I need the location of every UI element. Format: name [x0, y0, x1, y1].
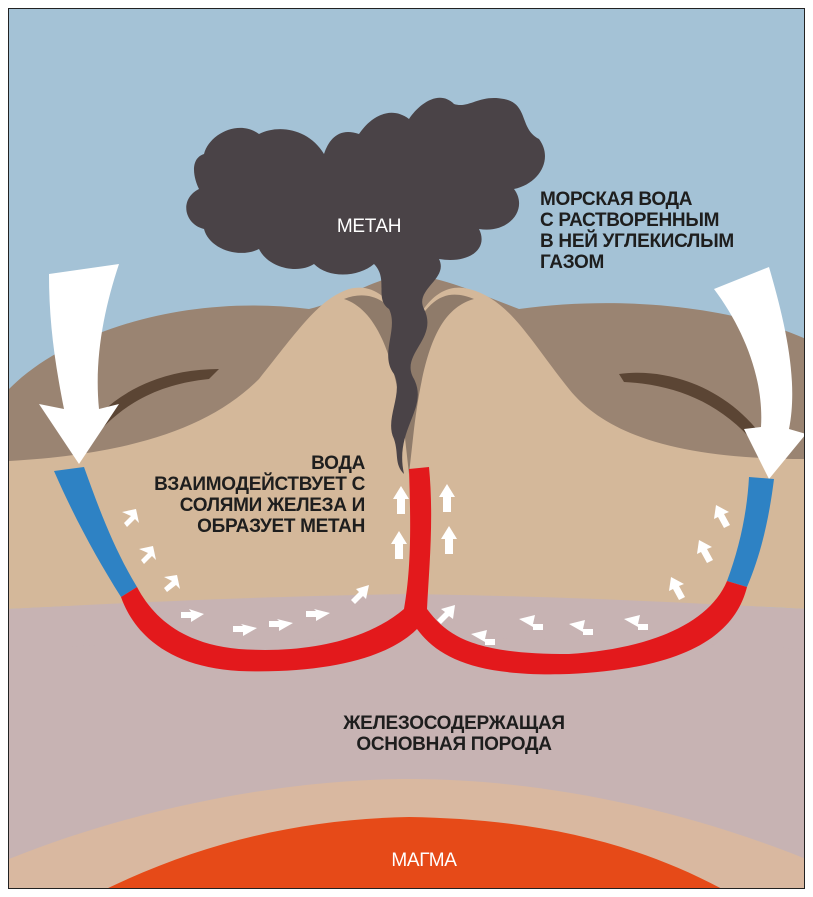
seawater-label-line: В НЕЙ УГЛЕКИСЛЫМ [540, 230, 734, 252]
rock-label: ЖЕЛЕЗОСОДЕРЖАЩАЯ ОСНОВНАЯ ПОРОДА [342, 713, 565, 755]
reaction-label-line: ВЗАИМОДЕЙСТВУЕТ С [154, 473, 365, 495]
reaction-label-line: ОБРАЗУЕТ МЕТАН [197, 516, 365, 537]
diagram-frame: МЕТАН МОРСКАЯ ВОДА С РАСТВОРЕННЫМ В НЕЙ … [8, 8, 805, 889]
reaction-label-line: СОЛЯМИ ЖЕЛЕЗА И [180, 495, 365, 516]
methane-label: МЕТАН [337, 216, 401, 237]
hydrothermal-methane-diagram: МЕТАН МОРСКАЯ ВОДА С РАСТВОРЕННЫМ В НЕЙ … [9, 9, 805, 889]
seawater-label-line: МОРСКАЯ ВОДА [540, 189, 693, 210]
seawater-label-line: ГАЗОМ [540, 252, 604, 273]
rock-label-line: ЖЕЛЕЗОСОДЕРЖАЩАЯ [342, 713, 565, 734]
rock-label-line: ОСНОВНАЯ ПОРОДА [356, 734, 552, 755]
reaction-label-line: ВОДА [311, 453, 365, 474]
seawater-label-line: С РАСТВОРЕННЫМ [540, 210, 719, 231]
magma-label: МАГМА [391, 850, 457, 871]
